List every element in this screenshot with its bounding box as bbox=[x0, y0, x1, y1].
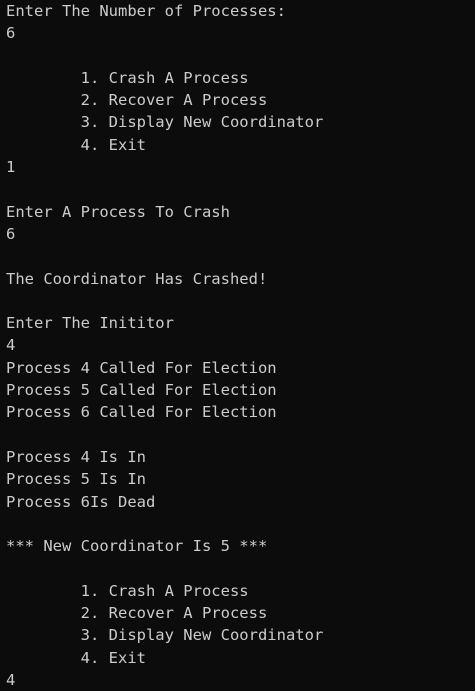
terminal-line: Process 4 Called For Election bbox=[6, 358, 277, 377]
terminal-line bbox=[6, 557, 471, 579]
terminal-line: Enter The Number of Processes: bbox=[6, 2, 286, 20]
terminal-line: 1 bbox=[6, 158, 16, 177]
terminal-line: Enter The Inititor bbox=[6, 314, 174, 333]
menu-option: 2. Recover A Process bbox=[6, 91, 268, 110]
terminal-line: Process 5 Called For Election bbox=[6, 381, 277, 400]
terminal-line: Process 6 Called For Election bbox=[6, 403, 277, 422]
terminal-line: 6 bbox=[6, 224, 16, 243]
terminal-line: Enter A Process To Crash bbox=[6, 202, 230, 221]
terminal-line: The Coordinator Has Crashed! bbox=[6, 269, 268, 288]
terminal-line: 4 bbox=[6, 670, 16, 689]
menu-option: 2. Recover A Process bbox=[6, 604, 268, 623]
terminal-line: 6 bbox=[6, 24, 16, 43]
menu-option: 1. Crash A Process bbox=[6, 68, 249, 87]
input-line[interactable] bbox=[6, 678, 268, 691]
terminal-line: *** New Coordinator Is 5 *** bbox=[6, 537, 268, 556]
terminal-line bbox=[6, 513, 471, 535]
terminal-line: Process 4 Is In bbox=[6, 447, 146, 466]
menu-option: 4. Exit bbox=[6, 648, 146, 667]
terminal-output: Enter The Number of Processes: 6 1. Cras… bbox=[6, 0, 471, 691]
terminal-line: Process 5 Is In bbox=[6, 470, 146, 489]
menu-option: 1. Crash A Process bbox=[6, 581, 249, 600]
terminal-line: Process 6Is Dead bbox=[6, 492, 156, 511]
terminal-line bbox=[6, 245, 471, 267]
menu-option: 4. Exit bbox=[6, 135, 146, 154]
terminal-line: 4 bbox=[6, 336, 16, 355]
terminal-line bbox=[6, 424, 471, 446]
terminal-line bbox=[6, 290, 471, 312]
menu-option: 3. Display New Coordinator bbox=[6, 113, 324, 132]
terminal-line bbox=[6, 45, 471, 67]
terminal-line bbox=[6, 178, 471, 200]
menu-option: 3. Display New Coordinator bbox=[6, 626, 324, 645]
